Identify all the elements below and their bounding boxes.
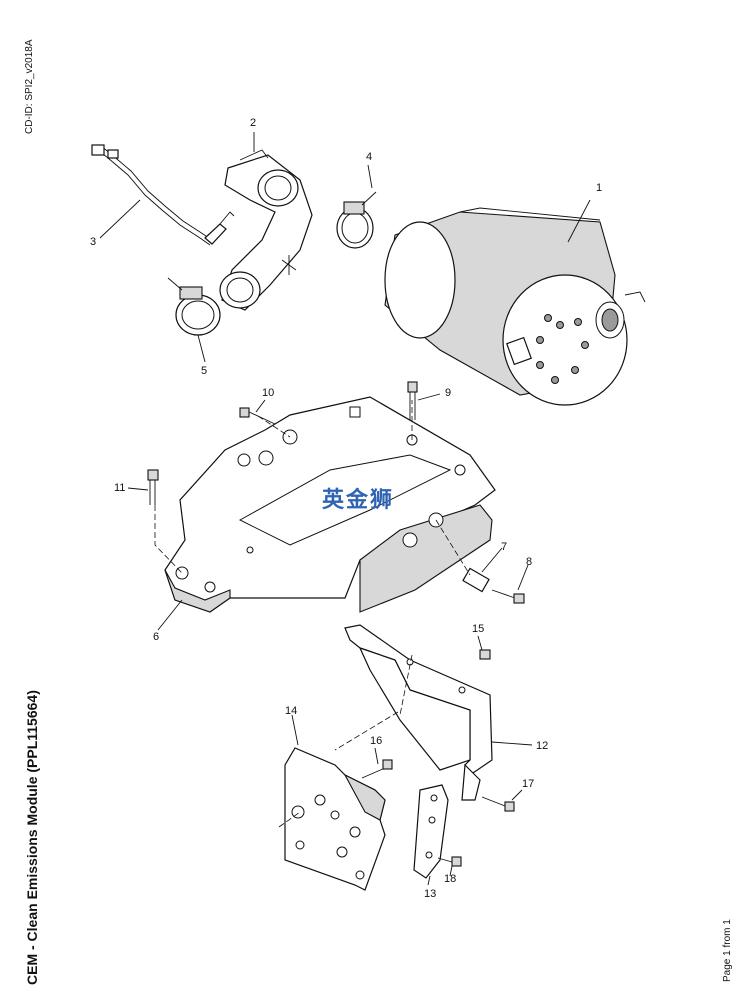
bolt-17-drawing bbox=[481, 796, 515, 812]
spacer-7-drawing bbox=[462, 567, 490, 593]
callout-17: 17 bbox=[522, 778, 535, 790]
callout-11: 11 bbox=[114, 482, 126, 494]
callout-7: 7 bbox=[501, 541, 508, 553]
callout-10: 10 bbox=[262, 387, 275, 399]
clamp-upper-drawing bbox=[336, 191, 377, 249]
bolt-10-drawing bbox=[239, 407, 276, 425]
cem-module-drawing bbox=[384, 207, 646, 406]
support-bracket-drawing bbox=[344, 624, 493, 801]
leader-lines bbox=[99, 132, 591, 886]
bolt-9-drawing bbox=[407, 381, 418, 420]
mounting-bracket-drawing bbox=[164, 396, 496, 613]
bolt-18-drawing bbox=[437, 856, 462, 867]
callout-4: 4 bbox=[366, 151, 373, 163]
watermark: 英金狮 bbox=[322, 487, 395, 512]
callout-1: 1 bbox=[596, 182, 603, 194]
valve-block-drawing bbox=[284, 747, 386, 891]
callout-5: 5 bbox=[201, 365, 208, 377]
callout-12: 12 bbox=[536, 740, 549, 752]
callout-14: 14 bbox=[285, 705, 298, 717]
plate-13-drawing bbox=[413, 784, 449, 879]
callout-8: 8 bbox=[526, 556, 533, 568]
bolt-8-drawing bbox=[491, 589, 525, 604]
callout-15: 15 bbox=[472, 623, 485, 635]
callout-2: 2 bbox=[250, 117, 257, 129]
bolt-11-drawing bbox=[147, 469, 159, 505]
elbow-pipe-drawing bbox=[219, 149, 313, 311]
callout-13: 13 bbox=[424, 888, 437, 900]
sensor-drawing bbox=[91, 144, 235, 246]
callout-3: 3 bbox=[90, 236, 97, 248]
clamp-lower-drawing bbox=[167, 277, 221, 336]
callout-18: 18 bbox=[444, 873, 457, 885]
callout-16: 16 bbox=[370, 735, 383, 747]
callout-9: 9 bbox=[445, 387, 452, 399]
callout-6: 6 bbox=[153, 631, 160, 643]
bolt-16-drawing bbox=[361, 759, 393, 779]
